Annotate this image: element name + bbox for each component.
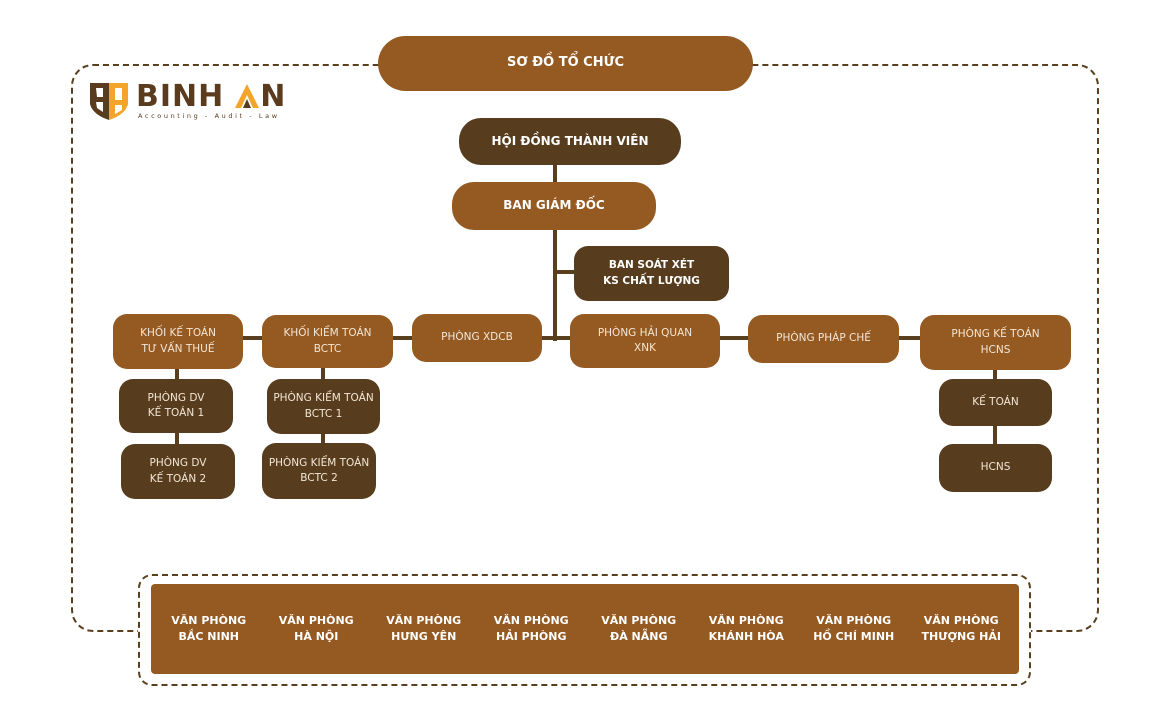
- node-audit-bctc-1: PHÒNG KIỂM TOÁN BCTC 1: [267, 379, 380, 434]
- office-khanh-hoa: VĂN PHÒNG KHÁNH HÒA: [708, 613, 784, 644]
- logo-triangle-a-icon: [235, 84, 260, 108]
- logo-name-part2-n: N: [260, 78, 287, 114]
- chart-title: SƠ ĐỒ TỔ CHỨC: [378, 36, 753, 91]
- ba-shield-logo-icon: [90, 83, 128, 120]
- node-dept-xdcb: PHÒNG XDCB: [412, 314, 542, 362]
- node-accounting-service-1: PHÒNG DV KẾ TOÁN 1: [119, 379, 233, 433]
- node-hr: HCNS: [939, 444, 1052, 492]
- node-audit-bctc-2: PHÒNG KIỂM TOÁN BCTC 2: [262, 443, 376, 499]
- office-thuong-hai: VĂN PHÒNG THƯỢNG HẢI: [921, 613, 1001, 644]
- node-dept-accounting-hr: PHÒNG KẾ TOÁN HCNS: [920, 315, 1071, 370]
- connector-board-directors: [553, 164, 557, 182]
- company-logo: BINH N Accounting - Audit - Law: [88, 78, 288, 124]
- logo-name-part1: BINH: [136, 78, 225, 114]
- node-directors: BAN GIÁM ĐỐC: [452, 182, 656, 230]
- node-dept-customs: PHÒNG HẢI QUAN XNK: [570, 314, 720, 368]
- node-dept-accounting-tax: KHỐI KẾ TOÁN TƯ VẤN THUẾ: [113, 314, 243, 369]
- node-accounting: KẾ TOÁN: [939, 379, 1052, 426]
- office-ho-chi-minh: VĂN PHÒNG HỒ CHÍ MINH: [813, 613, 895, 644]
- node-dept-legal: PHÒNG PHÁP CHẾ: [748, 315, 899, 363]
- office-hung-yen: VĂN PHÒNG HƯNG YÊN: [386, 613, 462, 644]
- node-accounting-service-2: PHÒNG DV KẾ TOÁN 2: [121, 444, 235, 499]
- office-bac-ninh: VĂN PHÒNG BẮC NINH: [171, 613, 247, 644]
- office-ha-noi: VĂN PHÒNG HÀ NỘI: [278, 613, 354, 644]
- node-board: HỘI ĐỒNG THÀNH VIÊN: [459, 118, 681, 165]
- office-hai-phong: VĂN PHÒNG HẢI PHÒNG: [493, 613, 569, 644]
- offices-bar: VĂN PHÒNG BẮC NINH VĂN PHÒNG HÀ NỘI VĂN …: [151, 584, 1019, 674]
- node-quality-control: BAN SOÁT XÉT KS CHẤT LƯỢNG: [574, 246, 729, 301]
- logo-tagline: Accounting - Audit - Law: [138, 112, 280, 120]
- connector-directors-trunk: [553, 229, 557, 341]
- connector-quality-control: [555, 270, 575, 274]
- office-da-nang: VĂN PHÒNG ĐÀ NẴNG: [601, 613, 677, 644]
- node-dept-audit: KHỐI KIỂM TOÁN BCTC: [262, 315, 393, 368]
